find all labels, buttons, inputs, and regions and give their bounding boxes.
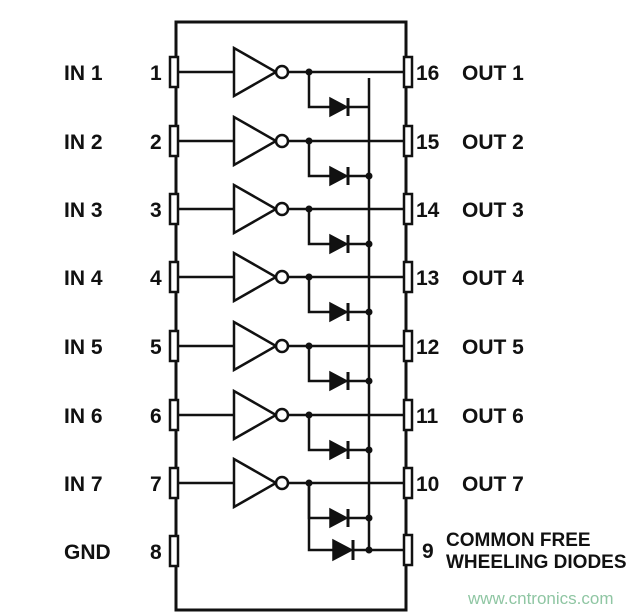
left-pin-label: IN 4: [64, 267, 103, 290]
diode-wire: [307, 346, 330, 383]
right-pin-number: 15: [416, 131, 440, 154]
bus-junction-dot: [365, 377, 373, 385]
diode-wire: [307, 141, 330, 178]
diode-wire: [307, 483, 330, 520]
inverter-symbol: [232, 114, 279, 168]
left-pin-number: 7: [150, 473, 162, 496]
driver-channel: [178, 388, 404, 461]
left-pin-label: IN 5: [64, 336, 103, 359]
right-pin-label: OUT 7: [462, 473, 524, 496]
bus-junction-dot: [365, 514, 373, 522]
right-pin-label: OUT 4: [462, 267, 524, 290]
right-pin-tab: [402, 398, 414, 432]
left-pin-label: IN 3: [64, 199, 103, 222]
left-pin-tab: [168, 192, 180, 226]
diode-wire: [307, 72, 330, 109]
inverter-bubble: [274, 64, 290, 80]
left-pin-tab: [168, 398, 180, 432]
left-pin-tab: [168, 534, 180, 568]
diode-symbol: [329, 165, 349, 187]
right-pin-number: 14: [416, 199, 440, 222]
driver-channel: [178, 114, 404, 187]
common-label-line1: COMMON FREE: [446, 530, 591, 551]
diode-wire: [307, 277, 330, 314]
diode-symbol: [329, 233, 349, 255]
bottom-diode-wire: [307, 483, 333, 552]
driver-channels: [178, 45, 404, 529]
diode-symbol: [329, 507, 349, 529]
diode-wire: [307, 415, 330, 452]
inverter-bubble: [274, 475, 290, 491]
ic-body: [174, 20, 408, 612]
diode-wire: [307, 209, 330, 246]
right-pin-number: 13: [416, 267, 439, 290]
left-pin-number: 1: [150, 62, 162, 85]
right-pin-number: 16: [416, 62, 439, 85]
left-pin-tab: [168, 124, 180, 158]
diode-symbol: [329, 301, 349, 323]
inverter-bubble: [274, 201, 290, 217]
right-pin-label: OUT 3: [462, 199, 524, 222]
diode-symbol: [329, 96, 349, 118]
inverter-symbol: [232, 319, 279, 373]
driver-channel: [178, 182, 404, 255]
left-pin-number: 3: [150, 199, 162, 222]
bus-junction-dot: [365, 308, 373, 316]
left-pin-label: IN 2: [64, 131, 103, 154]
left-pin-number: 4: [150, 267, 162, 290]
right-pin-label: OUT 5: [462, 336, 524, 359]
bus-junction-dot: [365, 240, 373, 248]
bottom-diode-symbol: [332, 538, 354, 562]
left-pin-tab: [168, 466, 180, 500]
left-pin-tab: [168, 329, 180, 363]
bus-junction-dot: [365, 172, 373, 180]
common-diode-section: 9: [307, 483, 434, 567]
right-pin-tab: [402, 55, 414, 89]
left-pin-tab: [168, 55, 180, 89]
diode-symbol: [329, 439, 349, 461]
left-pin-number: 5: [150, 336, 162, 359]
common-pin-number: 9: [422, 540, 434, 563]
right-pin-number: 10: [416, 473, 439, 496]
right-pin-label: OUT 2: [462, 131, 524, 154]
inverter-bubble: [274, 133, 290, 149]
inverter-symbol: [232, 182, 279, 236]
right-pin-label: OUT 1: [462, 62, 524, 85]
right-pin-tab: [402, 466, 414, 500]
right-pin-tab: [402, 260, 414, 294]
left-pin-label: IN 6: [64, 405, 103, 428]
bus-junction-dot: [365, 446, 373, 454]
inverter-bubble: [274, 407, 290, 423]
left-pin-number: 8: [150, 541, 162, 564]
right-pin-number: 12: [416, 336, 439, 359]
left-pin-label: IN 1: [64, 62, 103, 85]
diode-symbol: [329, 370, 349, 392]
driver-channel: [178, 319, 404, 392]
left-pin-label: IN 7: [64, 473, 103, 496]
driver-channel: [178, 250, 404, 323]
inverter-bubble: [274, 269, 290, 285]
inverter-bubble: [274, 338, 290, 354]
right-pin-tab: [402, 533, 414, 567]
right-pin-tab: [402, 329, 414, 363]
bus-junction-dot: [365, 546, 373, 554]
inverter-symbol: [232, 250, 279, 304]
inverter-symbol: [232, 388, 279, 442]
left-pin-tab: [168, 260, 180, 294]
left-pin-number: 2: [150, 131, 162, 154]
right-pin-number: 11: [416, 405, 439, 428]
inverter-symbol: [232, 45, 279, 99]
driver-channel: [178, 45, 404, 118]
right-pin-tab: [402, 124, 414, 158]
inverter-symbol: [232, 456, 279, 510]
right-pin-tab: [402, 192, 414, 226]
left-pin-label: GND: [64, 541, 111, 564]
right-pin-label: OUT 6: [462, 405, 524, 428]
common-label-line2: WHEELING DIODES: [446, 552, 627, 573]
left-pin-number: 6: [150, 405, 162, 428]
watermark: www.cntronics.com: [467, 589, 613, 608]
